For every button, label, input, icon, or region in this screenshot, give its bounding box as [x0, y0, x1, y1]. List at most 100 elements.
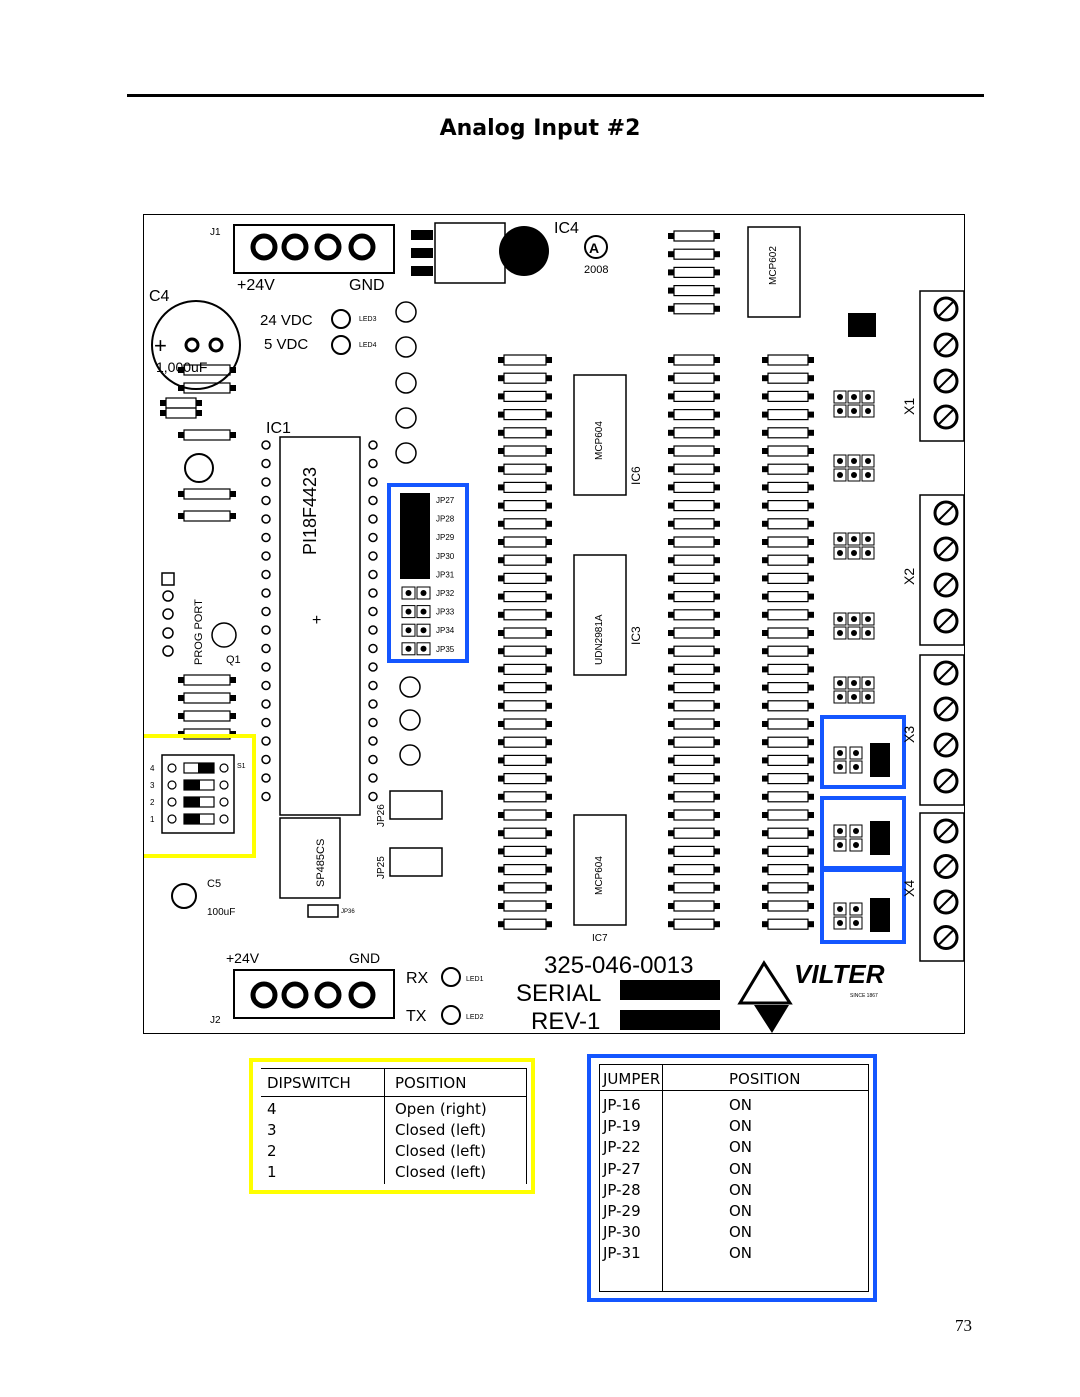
ic1-chip — [279, 436, 361, 816]
ic6-label: IC6 — [629, 466, 643, 485]
mcu-label: PI18F4423 — [300, 467, 320, 555]
jumper-row-position: ON — [729, 1159, 753, 1178]
jumper-row-name: JP-27 — [603, 1159, 641, 1178]
dip-number-label: 2 — [150, 798, 155, 807]
c5-label: C5 — [207, 878, 221, 890]
c5-capacitor — [171, 883, 197, 909]
led3-label: LED3 — [359, 316, 377, 323]
svg-text:+: + — [154, 333, 167, 358]
jumper-label: JP31 — [436, 570, 455, 579]
ic4-heatsink — [499, 226, 549, 276]
jumper-row-position: ON — [729, 1180, 753, 1199]
j2-label: J2 — [210, 1015, 221, 1026]
page-title: Analog Input #2 — [439, 116, 641, 141]
vilter-logo: VILTER SINCE 1867 — [737, 959, 885, 1033]
vdc24-label: 24 VDC — [260, 312, 313, 329]
dip-number-label: 1 — [150, 815, 155, 824]
x3-label: X3 — [901, 726, 917, 743]
rx-label: RX — [406, 970, 429, 987]
dip-row-position: Closed (left) — [395, 1163, 487, 1181]
s1-label: S1 — [237, 763, 246, 770]
jp16-highlight — [820, 715, 906, 789]
led2-label: LED2 — [466, 1014, 484, 1021]
rev-label: REV-1 — [531, 1008, 600, 1033]
part-number: 325-046-0013 — [544, 952, 693, 979]
terminal-blocks — [919, 290, 964, 962]
dip-header-switch: DIPSWITCH — [267, 1074, 351, 1092]
right-resistors — [668, 354, 814, 930]
jp22-highlight — [820, 868, 906, 944]
dip-number-label: 3 — [150, 781, 155, 790]
jumper-label: JP33 — [436, 608, 455, 617]
v24-top-label: +24V — [237, 277, 275, 294]
ic6-part-label: MCP604 — [594, 421, 605, 460]
right-jumpers — [833, 390, 875, 930]
jumper-row-position: ON — [729, 1202, 753, 1220]
j2-connector — [233, 969, 395, 1019]
dip-number-label: 4 — [150, 764, 155, 773]
jp26-label: JP26 — [376, 804, 387, 827]
vdc5-label: 5 VDC — [264, 336, 308, 353]
x2-label: X2 — [901, 568, 917, 585]
ic7-chip — [573, 814, 627, 926]
dipswitch-s1 — [161, 754, 235, 834]
serial-label: SERIAL — [516, 980, 601, 1007]
x4-label: X4 — [901, 880, 917, 897]
jumper-row-name: JP-28 — [603, 1180, 641, 1199]
dip-row-position: Closed (left) — [395, 1121, 487, 1139]
jumper-block-shunts — [400, 493, 430, 579]
ic2-part-label: SP485CS — [315, 839, 327, 887]
jumper-row-name: JP-22 — [603, 1138, 641, 1157]
jp36-label: JP36 — [341, 909, 355, 915]
jumper-label: JP35 — [436, 645, 455, 654]
jumper-block-pins — [401, 586, 431, 656]
c5-value: 100uF — [207, 907, 235, 918]
ic5-chip — [747, 226, 801, 318]
ic7-part-label: MCP604 — [594, 856, 605, 895]
gnd-bot-label: GND — [349, 950, 380, 966]
jumper-label: JP28 — [436, 515, 455, 524]
top-rule — [127, 94, 984, 97]
ic1-pins — [261, 440, 378, 802]
left-resistors — [160, 364, 236, 740]
middle-resistors — [498, 230, 720, 930]
c4-label: C4 — [149, 288, 170, 305]
led4-label: LED4 — [359, 342, 377, 349]
ic3-chip — [573, 554, 627, 676]
jumper-row-position: ON — [729, 1244, 753, 1263]
dip-row-switch: 4 — [267, 1100, 277, 1118]
jumper-row-name: JP-19 — [603, 1117, 641, 1136]
j1-label: J1 — [210, 227, 221, 238]
jumper-header-position: POSITION — [729, 1070, 801, 1088]
jumper-label: JP27 — [436, 496, 455, 505]
jumper-row-name: JP-16 — [603, 1096, 641, 1114]
jumper-row-name: JP-29 — [603, 1202, 641, 1220]
year-label: 2008 — [584, 264, 608, 276]
ic3-part-label: UDN2981A — [594, 614, 605, 665]
vr1-pot — [184, 453, 214, 483]
dip-header-position: POSITION — [395, 1074, 467, 1092]
jp25-label: JP25 — [376, 856, 387, 879]
svg-text:A: A — [589, 240, 599, 256]
q1-label: Q1 — [226, 654, 241, 666]
jumper-label: JP30 — [436, 552, 455, 561]
serial-block — [620, 980, 720, 1000]
ic6-chip — [573, 374, 627, 496]
gnd-top-label: GND — [349, 277, 385, 294]
board-svg: J1 +24V GND IC4 A 2008 C4 + 1,000uF 24 V… — [144, 220, 964, 1033]
jumper-header-jumper: JUMPER — [603, 1070, 661, 1088]
circuit-board-diagram: J1 +24V GND IC4 A 2008 C4 + 1,000uF 24 V… — [143, 214, 965, 1034]
brand-text: VILTER — [794, 959, 885, 989]
jumper-row-position: ON — [729, 1223, 753, 1242]
jumper-row-position: ON — [729, 1117, 753, 1136]
j1-connector — [233, 224, 395, 274]
x1-label: X1 — [901, 398, 917, 415]
prog-port-label: PROG PORT — [193, 599, 205, 665]
dipswitch-slots: 4 3 2 1 — [150, 762, 229, 825]
dip-row-switch: 1 — [267, 1163, 277, 1181]
dip-row-position: Open (right) — [395, 1100, 487, 1118]
led1-label: LED1 — [466, 976, 484, 983]
ic7-label: IC7 — [592, 933, 608, 944]
